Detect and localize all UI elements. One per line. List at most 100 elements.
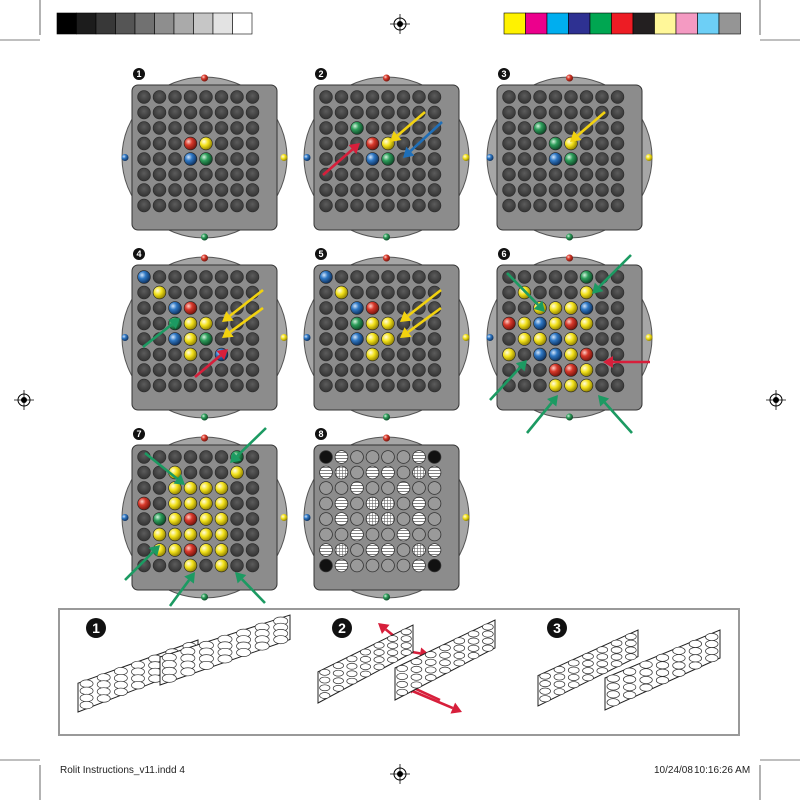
pattern-cell — [365, 543, 380, 557]
empty-hole — [381, 378, 395, 393]
pattern-cell — [350, 465, 364, 480]
tray-cup — [373, 663, 385, 671]
empty-hole — [183, 363, 198, 377]
tray-cup — [319, 692, 331, 699]
empty-hole — [381, 90, 395, 104]
yellow-ball — [334, 285, 349, 300]
move-arrow — [142, 323, 173, 349]
empty-hole — [533, 270, 547, 284]
grayscale-swatch — [76, 12, 97, 35]
tray-cup — [424, 674, 437, 682]
empty-hole — [412, 198, 426, 213]
grayscale-swatch — [154, 12, 175, 35]
empty-hole — [517, 105, 532, 120]
color-swatch — [675, 12, 698, 35]
empty-hole — [183, 198, 198, 213]
yellow-ball — [168, 512, 182, 526]
empty-hole — [412, 90, 426, 104]
yellow-ball — [152, 285, 167, 300]
pattern-cell — [396, 496, 411, 511]
pattern-cell — [365, 465, 380, 480]
tray-cup — [596, 667, 609, 675]
empty-hole — [319, 183, 333, 197]
pattern-cell — [381, 527, 395, 542]
pattern-cell — [381, 496, 395, 511]
yellow-ball — [168, 527, 182, 542]
arrow-head — [184, 572, 195, 584]
arrow-head — [603, 356, 613, 368]
tray-cup — [625, 646, 637, 654]
pattern-cell — [334, 465, 349, 480]
empty-hole — [350, 152, 364, 166]
tray-cup — [359, 656, 372, 663]
red-ball — [365, 136, 380, 151]
blue-ball — [548, 152, 563, 166]
tray-cup — [567, 673, 580, 681]
empty-hole — [334, 167, 349, 182]
empty-hole — [137, 363, 151, 377]
tray-cup — [467, 644, 480, 652]
empty-hole — [610, 378, 625, 393]
empty-hole — [427, 152, 442, 166]
empty-hole — [214, 363, 229, 377]
empty-hole — [381, 270, 395, 284]
empty-hole — [152, 167, 167, 182]
empty-hole — [517, 136, 532, 151]
move-arrow — [489, 366, 522, 401]
empty-hole — [230, 167, 244, 182]
tray-cup — [482, 630, 494, 638]
green-ball — [381, 152, 395, 166]
pattern-cell — [396, 465, 411, 480]
empty-hole — [548, 183, 563, 197]
game-board — [303, 434, 470, 601]
empty-hole — [427, 167, 442, 182]
tray-cup — [217, 654, 233, 664]
empty-hole — [396, 105, 411, 120]
empty-hole — [365, 270, 380, 284]
empty-hole — [152, 316, 167, 331]
empty-hole — [319, 332, 333, 346]
empty-hole — [199, 90, 213, 104]
empty-hole — [381, 285, 395, 300]
red-ball — [579, 347, 594, 362]
corner-marker-blue — [121, 514, 129, 521]
empty-hole — [564, 121, 578, 135]
arrow-head — [216, 349, 228, 361]
empty-hole — [199, 450, 213, 464]
tray-cup — [639, 676, 653, 684]
empty-hole — [595, 90, 609, 104]
empty-hole — [168, 558, 182, 573]
empty-hole — [610, 90, 625, 104]
arrow-head — [390, 130, 402, 142]
tray-cup — [439, 666, 451, 674]
empty-hole — [245, 332, 260, 346]
empty-hole — [427, 378, 442, 393]
empty-hole — [396, 167, 411, 182]
corner-marker-green — [201, 413, 208, 421]
tray-cup — [639, 683, 653, 692]
empty-hole — [517, 183, 532, 197]
arrow-head — [400, 327, 412, 338]
empty-hole — [183, 121, 198, 135]
yellow-ball — [214, 543, 229, 557]
empty-hole — [548, 270, 563, 284]
empty-hole — [230, 136, 244, 151]
pattern-cell — [365, 527, 380, 542]
empty-hole — [517, 378, 532, 393]
color-swatch — [589, 12, 612, 35]
corner-marker-yellow — [645, 334, 653, 341]
yellow-ball — [214, 496, 229, 511]
tray-cup — [387, 656, 399, 663]
empty-hole — [214, 167, 229, 182]
empty-hole — [610, 152, 625, 166]
tray-cup — [332, 677, 344, 685]
empty-hole — [230, 183, 244, 197]
empty-hole — [152, 270, 167, 284]
yellow-ball — [183, 558, 198, 573]
pattern-cell — [319, 512, 333, 526]
empty-hole — [152, 363, 167, 377]
tray-cup — [453, 637, 466, 645]
tray-cup — [567, 666, 580, 674]
yellow-ball — [564, 378, 578, 393]
empty-hole — [319, 285, 333, 300]
